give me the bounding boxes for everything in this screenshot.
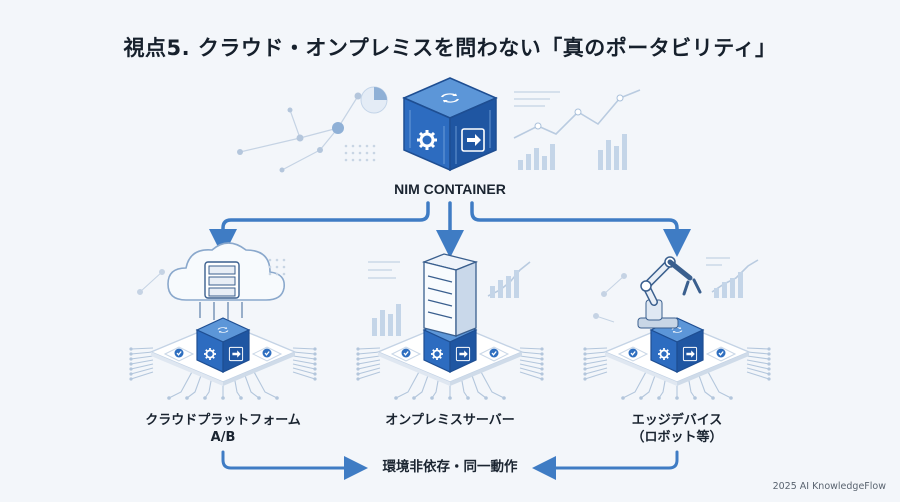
bottom-note: 環境非依存・同一動作	[382, 459, 518, 475]
cloud-icon	[167, 242, 286, 320]
center-node-label: NIM CONTAINER	[394, 181, 506, 197]
server-rack-icon	[204, 261, 240, 299]
network-nodes	[237, 92, 362, 173]
robot-arm-icon	[637, 256, 702, 329]
network-decoration	[137, 269, 165, 295]
bar-chart-decoration	[706, 257, 759, 298]
container-cube-small	[195, 317, 251, 373]
target-label-cloud: クラウドプラットフォーム A/B	[145, 413, 301, 445]
footer-credit: 2025 AI KnowledgeFlow	[772, 481, 886, 492]
platform-cloud	[129, 317, 317, 400]
container-cube-small	[649, 317, 705, 373]
dot-grid-decoration	[268, 258, 286, 276]
bar-chart-decoration	[368, 261, 531, 336]
dot-grid-decoration	[344, 144, 376, 162]
line-chart-decoration	[513, 89, 641, 139]
bottom-flow-arrows	[221, 450, 679, 480]
target-label-edge: エッジデバイス （ロボット等）	[631, 413, 723, 445]
connection-arrows	[209, 201, 691, 258]
nim-container-cube	[402, 77, 498, 172]
platform-onprem	[356, 317, 544, 400]
page-title: 視点5. クラウド・オンプレミスを問わない「真のポータビリティ」	[123, 36, 777, 60]
target-label-onprem: オンプレミスサーバー	[385, 413, 515, 428]
network-decoration	[593, 273, 627, 323]
platform-edge	[583, 317, 771, 400]
server-icon	[421, 253, 479, 337]
pie-chart-icon	[360, 86, 388, 114]
bar-chart-decoration	[518, 134, 627, 170]
